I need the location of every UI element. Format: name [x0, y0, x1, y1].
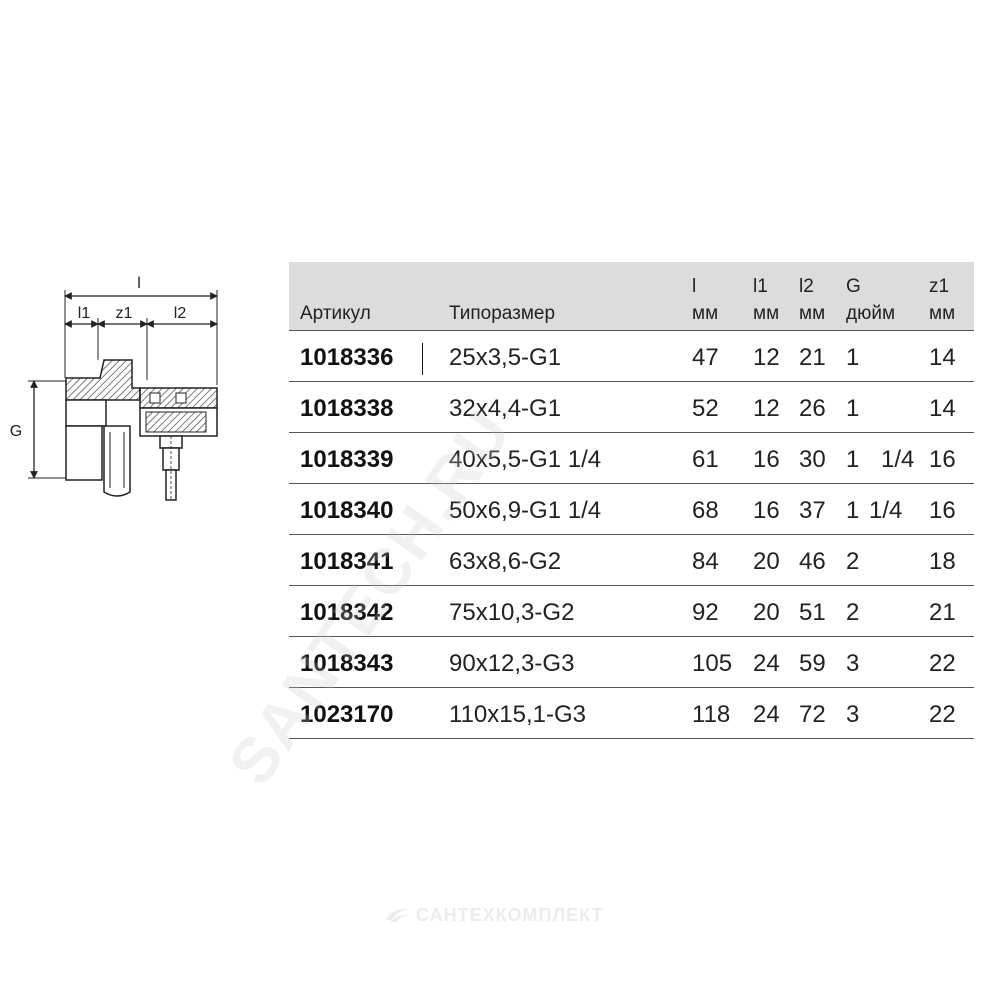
l-cell: 52: [692, 395, 719, 422]
g-cell: 2: [846, 548, 860, 575]
l-cell: 47: [692, 344, 719, 371]
g-cell: 1: [846, 446, 860, 473]
article-number: 1023170: [300, 701, 394, 728]
l2-cell: 72: [799, 701, 826, 728]
l1-cell: 12: [753, 344, 780, 371]
l2-cell: 59: [799, 650, 826, 677]
l1-cell: 20: [753, 599, 780, 626]
l-cell: 118: [692, 701, 731, 728]
z1-cell: 14: [929, 344, 956, 371]
size-cell: 110x15,1-G3: [449, 701, 586, 728]
z1-cell: 16: [929, 497, 956, 524]
bottom-watermark-text: САНТЕХКОМПЛЕКТ: [416, 905, 604, 925]
table-row: 1018339 40x5,5-G1 1/4 61 16 30 1 1/4 16: [289, 433, 974, 484]
header-z1: z1: [929, 276, 950, 297]
l-cell: 105: [692, 650, 733, 677]
header-l2-unit: мм: [799, 303, 826, 324]
l1-cell: 16: [753, 446, 780, 473]
dim-label-l1: l1: [78, 305, 91, 322]
l2-cell: 46: [799, 548, 826, 575]
bottom-watermark-logo: САНТЕХКОМПЛЕКТ: [372, 884, 604, 926]
size-cell: 32x4,4-G1: [449, 395, 562, 422]
header-l2: l2: [799, 276, 814, 297]
header-l1-unit: мм: [753, 303, 780, 324]
article-number: 1018339: [300, 446, 394, 473]
z1-cell: 18: [929, 548, 956, 575]
z1-cell: 22: [929, 701, 956, 728]
l-cell: 92: [692, 599, 719, 626]
l-cell: 68: [692, 497, 719, 524]
header-g: G: [846, 276, 861, 297]
g-cell: 1: [846, 395, 860, 422]
dim-label-l: l: [137, 275, 141, 292]
header-l: l: [692, 276, 697, 297]
dim-label-l2: l2: [174, 305, 187, 322]
z1-cell: 22: [929, 650, 956, 677]
size-cell: 90x12,3-G3: [449, 650, 575, 677]
z1-cell: 16: [929, 446, 956, 473]
l-cell: 61: [692, 446, 719, 473]
l2-cell: 26: [799, 395, 826, 422]
article-number: 1018338: [300, 395, 394, 422]
l2-cell: 21: [799, 344, 826, 371]
size-cell: 50x6,9-G1 1/4: [449, 497, 602, 524]
g-cell: 3: [846, 701, 860, 728]
dim-label-g: G: [10, 423, 22, 440]
header-article: Артикул: [300, 303, 371, 324]
fitting-drawing: l l1 z1 l2 G: [10, 275, 218, 501]
g-cell: 2: [846, 599, 860, 626]
table-row: 1018340 50x6,9-G1 1/4 68 16 37 1 1/4 16: [289, 484, 974, 535]
table-row: 1018338 32x4,4-G1 52 12 26 1 14: [289, 382, 974, 433]
l2-cell: 37: [799, 497, 826, 524]
header-l1: l1: [753, 276, 768, 297]
size-cell: 40x5,5-G1 1/4: [449, 446, 602, 473]
header-l-unit: мм: [692, 303, 719, 324]
size-cell: 63x8,6-G2: [449, 548, 562, 575]
g-cell: 1: [846, 344, 860, 371]
text-cursor: [422, 343, 423, 375]
l2-cell: 51: [799, 599, 826, 626]
article-number: 1018342: [300, 599, 394, 626]
z1-cell: 14: [929, 395, 956, 422]
g-cell: 1: [846, 497, 860, 524]
article-number: 1018343: [300, 650, 394, 677]
article-number: 1018341: [300, 548, 394, 575]
dim-label-z1: z1: [116, 305, 133, 322]
g-fraction-cell: 1/4: [881, 446, 915, 473]
size-cell: 25x3,5-G1: [449, 344, 562, 371]
table-row: 1018336 25x3,5-G1 47 12 21 1 14: [289, 331, 974, 382]
table-row: 1023170 110x15,1-G3 118 24 72 3 22: [289, 688, 974, 739]
table-row: 1018341 63x8,6-G2 84 20 46 2 18: [289, 535, 974, 586]
spec-table: Артикул Типоразмер l мм l1 мм l2 мм G дю…: [289, 262, 974, 739]
table-header: Артикул Типоразмер l мм l1 мм l2 мм G дю…: [289, 262, 974, 331]
l1-cell: 24: [753, 650, 780, 677]
table-row: 1018343 90x12,3-G3 105 24 59 3 22: [289, 637, 974, 688]
table-row: 1018342 75x10,3-G2 92 20 51 2 21: [289, 586, 974, 637]
header-g-unit: дюйм: [846, 303, 896, 324]
z1-cell: 21: [929, 599, 956, 626]
l1-cell: 16: [753, 497, 780, 524]
logo-mark-icon: [386, 908, 409, 922]
article-number: 1018340: [300, 497, 394, 524]
header-size: Типоразмер: [449, 303, 556, 324]
g-cell: 3: [846, 650, 860, 677]
l1-cell: 20: [753, 548, 780, 575]
l2-cell: 30: [799, 446, 826, 473]
header-z1-unit: мм: [929, 303, 956, 324]
l1-cell: 24: [753, 701, 780, 728]
size-cell: 75x10,3-G2: [449, 599, 575, 626]
article-number: 1018336: [300, 344, 394, 371]
l1-cell: 12: [753, 395, 780, 422]
l-cell: 84: [692, 548, 719, 575]
g-fraction-cell: 1/4: [869, 497, 903, 524]
